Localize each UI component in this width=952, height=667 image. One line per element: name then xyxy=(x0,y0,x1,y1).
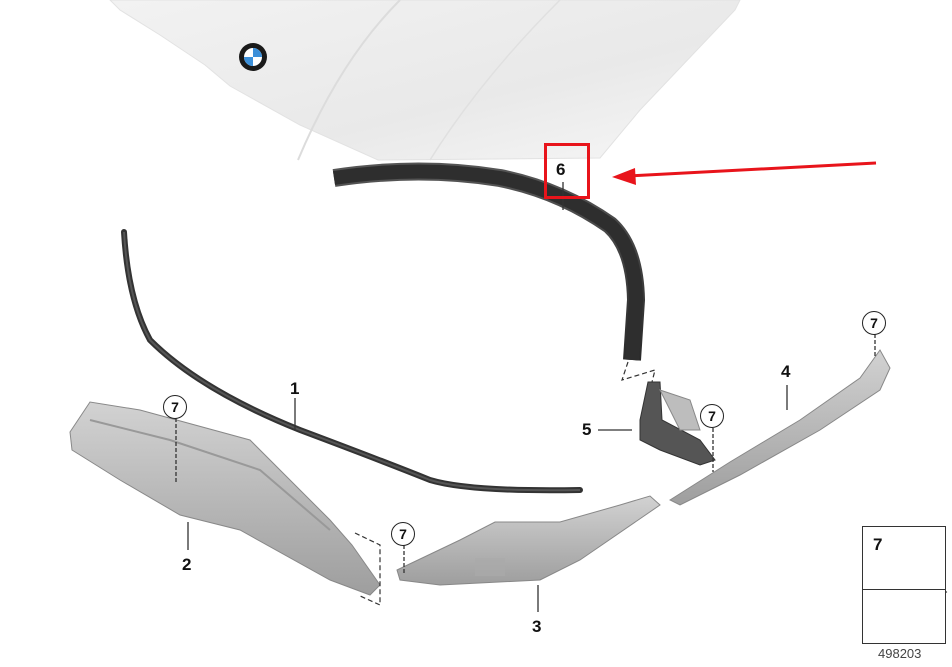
callout-6[interactable]: 6 xyxy=(556,160,566,179)
callout-5[interactable]: 5 xyxy=(582,420,592,439)
highlight-box xyxy=(544,143,590,199)
part-6-hood-seal[interactable] xyxy=(332,162,646,361)
highlight-arrow-icon xyxy=(612,161,877,185)
callout-4[interactable]: 4 xyxy=(781,362,791,381)
legend-divider xyxy=(863,589,945,590)
diagram-number: 498203 xyxy=(878,646,922,661)
callout-2[interactable]: 2 xyxy=(182,555,192,574)
bmw-emblem-icon xyxy=(239,43,267,71)
part-4-trim-right[interactable] xyxy=(668,349,891,506)
part-2-cowl-left[interactable] xyxy=(69,401,381,596)
fastener-marker-7[interactable]: 7 xyxy=(862,311,886,335)
callout-3[interactable]: 3 xyxy=(532,617,542,636)
fastener-marker-7[interactable]: 7 xyxy=(391,522,415,546)
part-3-cowl-center[interactable] xyxy=(396,495,661,586)
callout-1[interactable]: 1 xyxy=(290,379,300,398)
fastener-marker-7[interactable]: 7 xyxy=(163,395,187,419)
leader-lines xyxy=(175,182,876,612)
part-5-bracket[interactable] xyxy=(639,381,716,466)
fastener-marker-7[interactable]: 7 xyxy=(700,404,724,428)
legend-box: 7 xyxy=(862,526,946,644)
hood xyxy=(109,0,741,161)
legend-part-number: 7 xyxy=(873,535,883,554)
part-1-seal-strip[interactable] xyxy=(121,229,583,494)
